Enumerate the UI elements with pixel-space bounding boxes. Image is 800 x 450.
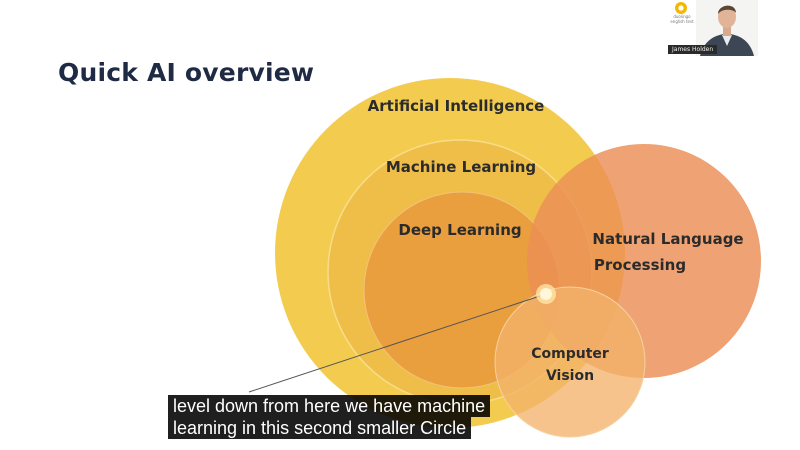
- caption-line-1: level down from here we have machine: [168, 395, 491, 417]
- presenter-video-tile[interactable]: duolingo english test James Holden: [666, 0, 758, 56]
- nlp-label-line2: Processing: [594, 256, 686, 274]
- subtitle-captions: level down from here we have machine lea…: [168, 395, 528, 439]
- brand-line-1: duolingo: [673, 14, 691, 19]
- cv-circle: [494, 286, 646, 438]
- duolingo-logo: duolingo english test: [670, 0, 694, 36]
- ai-label: Artificial Intelligence: [368, 97, 545, 115]
- caption-line-2: learning in this second smaller Circle: [168, 417, 472, 439]
- pointer-connector-line: [248, 295, 541, 393]
- duolingo-logo-icon: [675, 2, 687, 14]
- slide-title: Quick AI overview: [58, 58, 315, 87]
- ml-label: Machine Learning: [386, 158, 536, 176]
- dl-label: Deep Learning: [398, 221, 521, 239]
- cv-label-line1: Computer: [531, 346, 609, 362]
- duolingo-brand-text: duolingo english test: [670, 14, 694, 24]
- laser-pointer-icon: [536, 284, 556, 304]
- presenter-name-tag: James Holden: [668, 45, 718, 54]
- nlp-label-line1: Natural Language: [592, 230, 743, 248]
- brand-line-2: english test: [670, 19, 694, 24]
- cv-label-line2: Vision: [546, 368, 594, 384]
